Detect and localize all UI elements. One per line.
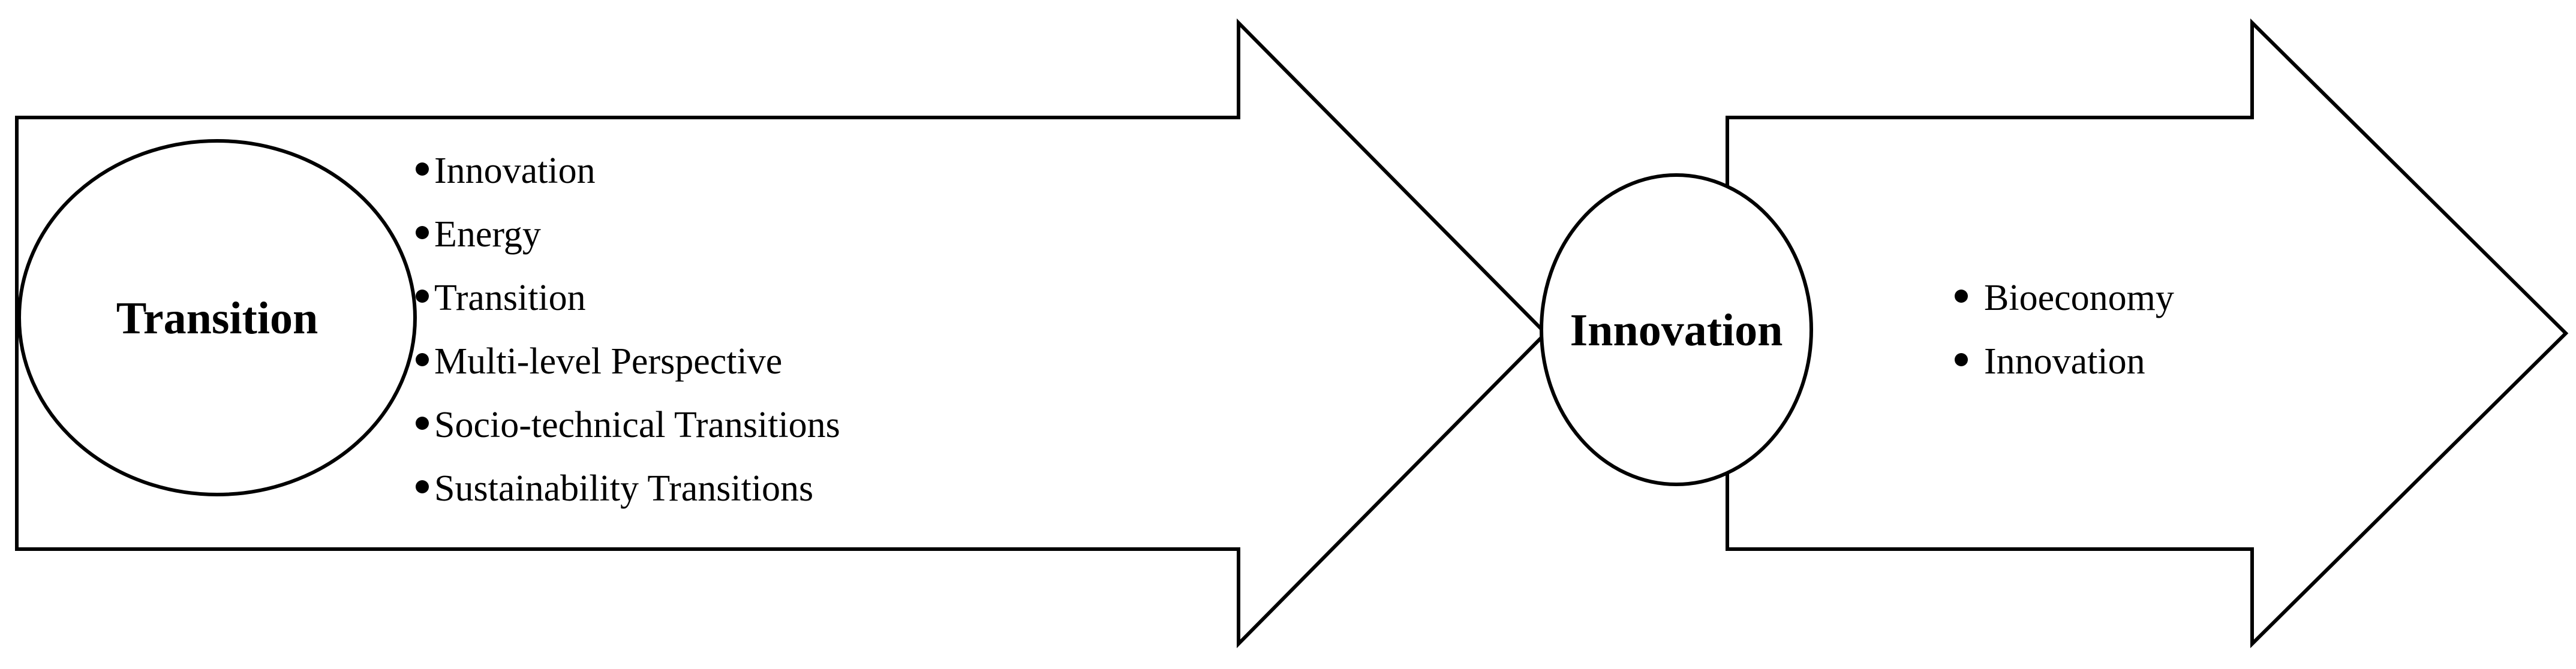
transition-keyword-item: Socio-technical Transitions xyxy=(434,405,840,445)
innovation-circle xyxy=(1540,173,1813,486)
bullet-dot xyxy=(416,353,429,366)
transition-circle-label: Transition xyxy=(116,293,318,343)
transition-arrow xyxy=(15,18,1549,649)
innovation-arrow xyxy=(1726,18,2569,649)
bullet-dot xyxy=(416,162,429,176)
transition-keyword-list: Innovation Energy Transition Multi-level… xyxy=(416,150,840,509)
innovation-circle-label: Innovation xyxy=(1570,305,1783,355)
bullet-dot xyxy=(1955,353,1968,366)
bullet-dot xyxy=(416,290,429,303)
transition-keyword-item: Energy xyxy=(434,214,541,255)
innovation-keyword-item: Innovation xyxy=(1984,341,2145,382)
innovation-keyword-list: Bioeconomy Innovation xyxy=(1955,278,2174,382)
bullet-dot xyxy=(416,226,429,239)
bullet-dot xyxy=(416,417,429,430)
transition-keyword-item: Transition xyxy=(434,278,586,318)
transition-keyword-item: Innovation xyxy=(434,150,596,191)
bullet-dot xyxy=(1955,290,1968,303)
transition-keyword-item: Multi-level Perspective xyxy=(434,341,782,382)
bullet-dot xyxy=(416,480,429,493)
innovation-keyword-item: Bioeconomy xyxy=(1984,278,2174,318)
transition-circle xyxy=(17,139,417,496)
transition-keyword-item: Sustainability Transitions xyxy=(434,468,813,509)
